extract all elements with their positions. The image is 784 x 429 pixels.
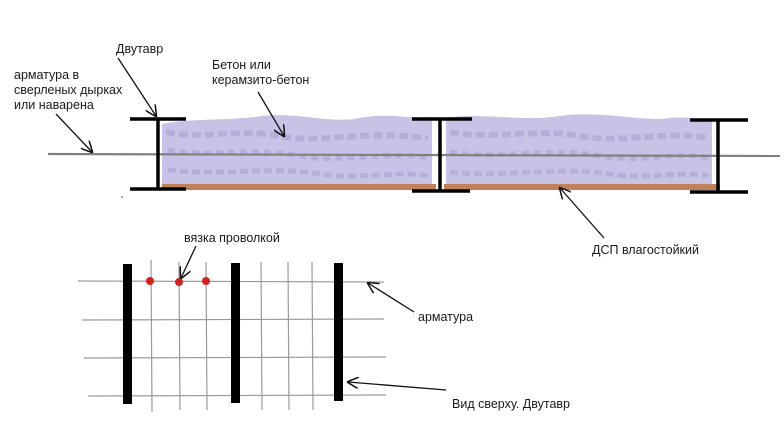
label-concrete-line-2: керамзито-бетон [212,73,310,87]
concrete-fill-left [162,115,432,186]
i-beam-left [130,117,186,191]
pointer-chipboard [560,188,605,239]
label-rebar-holes-line-3: или наварена [14,98,94,112]
wire-tie-point [146,277,154,285]
top-view-vertical-rebars [150,259,314,413]
i-beam-middle [412,117,472,193]
wire-tie-point [202,277,210,285]
pointer-rebar-holes [55,113,92,152]
concrete-fill-right [446,114,712,186]
top-view-beam-1 [123,264,132,404]
top-view-beam-2 [231,263,240,403]
label-dvutavr: Двутавр [116,42,164,56]
label-rebar-holes: арматура в сверленых дырках или наварена [14,68,122,113]
chipboard-strip-left [162,184,436,190]
label-concrete: Бетон или керамзито-бетон [212,58,309,88]
pointer-dvutavr [117,57,156,116]
label-rebar-holes-line-1: арматура в [14,68,80,82]
label-chipboard: ДСП влагостойкий [592,243,699,257]
pointer-top-view-beam [348,382,447,391]
label-wire-tie: вязка проволкой [184,231,280,245]
stray-mark [121,196,123,198]
wire-tie-point [175,278,183,286]
pointer-concrete [257,91,284,136]
chipboard-strip-right [444,184,720,190]
pointer-rebar [368,283,415,313]
pointer-wire-tie [181,245,197,278]
section-view [47,57,781,239]
label-top-view: Вид сверху. Двутавр [452,397,571,411]
rebar-section-line [47,152,781,158]
label-rebar-holes-line-2: сверленых дырках [14,83,123,97]
label-rebar: арматура [418,310,474,324]
label-concrete-line-1: Бетон или [212,58,271,72]
top-view [77,245,447,413]
top-view-beam-3 [334,263,343,401]
i-beam-right [690,118,748,194]
